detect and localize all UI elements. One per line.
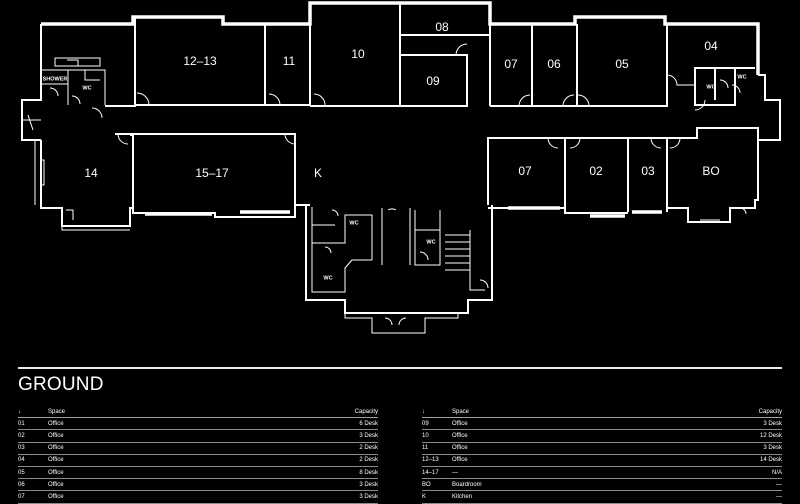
door-swings-south xyxy=(117,133,681,149)
wc-label: WC xyxy=(323,275,332,281)
room-03[interactable]: 03 xyxy=(641,164,655,178)
nw-service-block xyxy=(22,57,106,131)
sort-arrow-icon[interactable]: ↓ xyxy=(422,408,425,415)
room-09[interactable]: 09 xyxy=(426,74,440,88)
room-04[interactable]: 04 xyxy=(704,39,718,53)
sort-arrow-icon[interactable]: ↓ xyxy=(18,408,21,415)
ne-service-block xyxy=(666,67,755,111)
floor-title: GROUND xyxy=(18,374,104,395)
door-swings-north xyxy=(136,43,590,107)
header-capacity[interactable]: Capacity xyxy=(758,408,782,415)
north-wing-walls xyxy=(21,1,781,141)
wc-label: WC xyxy=(426,239,435,245)
room-05[interactable]: 05 xyxy=(615,57,629,71)
table-header: ↓ Space Capacity xyxy=(422,406,782,419)
room-k[interactable]: K xyxy=(314,166,322,180)
room-02[interactable]: 02 xyxy=(589,164,603,178)
header-space[interactable]: Space xyxy=(48,408,66,415)
room-07-south[interactable]: 07 xyxy=(518,164,532,178)
header-space[interactable]: Space xyxy=(452,408,470,415)
room-07-north[interactable]: 07 xyxy=(504,57,518,71)
room-12-13[interactable]: 12–13 xyxy=(183,54,217,68)
header-capacity[interactable]: Capacity xyxy=(354,408,378,415)
room-15-17[interactable]: 15–17 xyxy=(195,166,229,180)
room-06[interactable]: 06 xyxy=(547,57,561,71)
room-bo[interactable]: BO xyxy=(702,164,719,178)
room-11[interactable]: 11 xyxy=(283,54,296,68)
section-divider xyxy=(18,367,782,369)
table-header: ↓ Space Capacity xyxy=(18,406,378,419)
central-block xyxy=(305,205,493,334)
room-10[interactable]: 10 xyxy=(351,47,365,61)
table-row: 14–17—N/A xyxy=(422,467,782,480)
room-labels: 12–13 11 10 08 09 07 06 05 04 14 15–17 K… xyxy=(43,20,747,281)
wc-label: WC xyxy=(82,85,91,91)
room-14[interactable]: 14 xyxy=(84,166,98,180)
south-wing-walls xyxy=(34,127,759,231)
wc-label: WC xyxy=(706,84,715,90)
shower-label: SHOWER xyxy=(43,76,68,82)
floor-plan: 12–13 11 10 08 09 07 06 05 04 14 15–17 K… xyxy=(21,1,781,334)
wc-label: WC xyxy=(737,74,746,80)
room-08[interactable]: 08 xyxy=(435,20,449,34)
wc-label: WC xyxy=(349,220,358,226)
